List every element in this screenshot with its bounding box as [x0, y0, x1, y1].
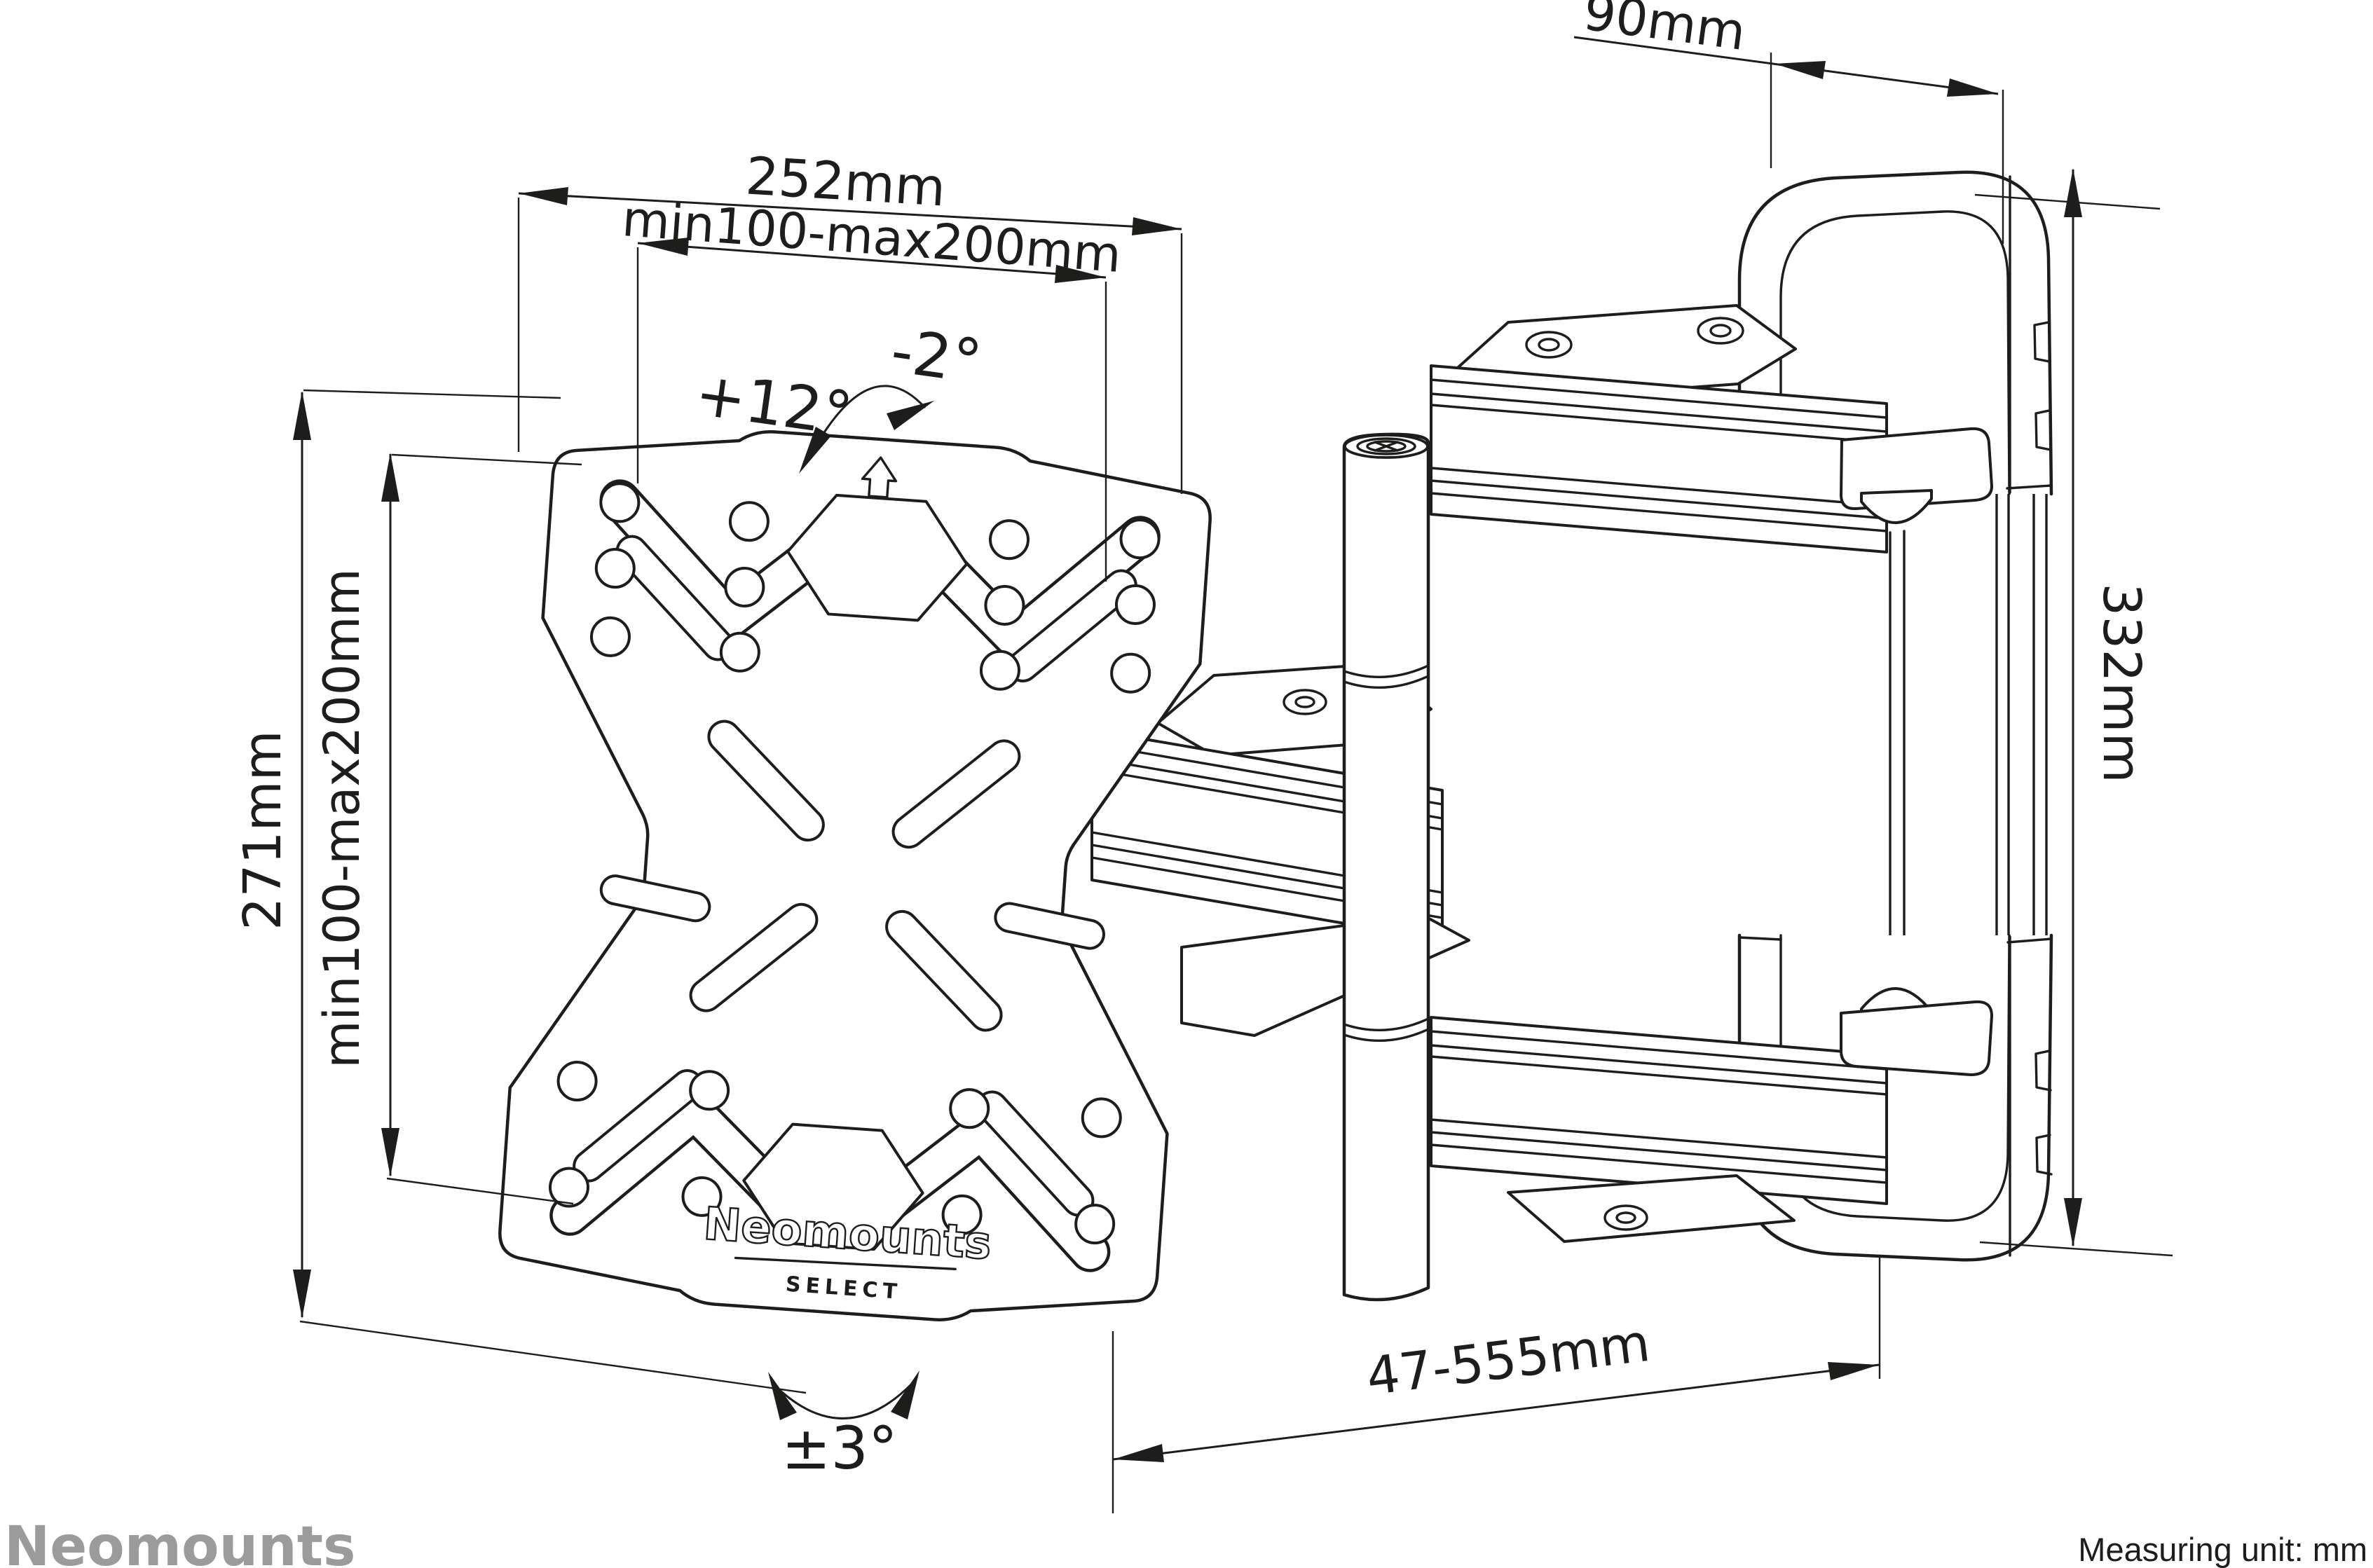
hex-cutout-bottom — [742, 1122, 924, 1251]
dim-tilt-down-label: -2° — [887, 316, 985, 398]
hex-cutout-top — [786, 493, 969, 622]
dim-bracket-width-label: 90mm — [1580, 0, 1749, 62]
dim-plate-width-label: 252mm — [744, 146, 947, 218]
dim-plate-height-label: 271mm — [233, 730, 293, 930]
dim-extension: 47-555mm — [1112, 1256, 1881, 1513]
footer-brand-logo: Neomounts — [4, 1515, 355, 1568]
measuring-unit-note: Measuring unit: mm — [2078, 1531, 2367, 1568]
top-arm-rail — [1430, 304, 1888, 553]
arm-assembly-drawing — [1090, 304, 1993, 1302]
dim-plate-height: 271mm — [233, 389, 807, 1394]
dim-bracket-height-label: 332mm — [2091, 583, 2152, 783]
dim-bracket-height: 332mm — [1974, 168, 2173, 1257]
up-arrow-icon — [861, 456, 898, 499]
dim-swivel-label: ±3° — [781, 1414, 898, 1483]
top-hinge — [1840, 427, 1993, 524]
dim-swivel: ±3° — [768, 1370, 919, 1483]
dim-extension-label: 47-555mm — [1363, 1313, 1653, 1408]
pivot-column — [1342, 432, 1430, 1302]
dim-plate-width: 252mm — [517, 146, 1183, 494]
bottom-hinge — [1840, 987, 1993, 1076]
dim-vesa-height-label: min100-max200mm — [313, 568, 371, 1068]
dim-tilt-up-label: +12° — [691, 359, 856, 450]
vesa-plate-drawing: Neomounts SELECT — [498, 430, 1212, 1321]
bottom-arm-rail — [1430, 1016, 1888, 1243]
vesa-holes — [548, 482, 1161, 1245]
dim-vesa-height: min100-max200mm — [313, 453, 582, 1205]
plate-slots — [573, 535, 1137, 1217]
